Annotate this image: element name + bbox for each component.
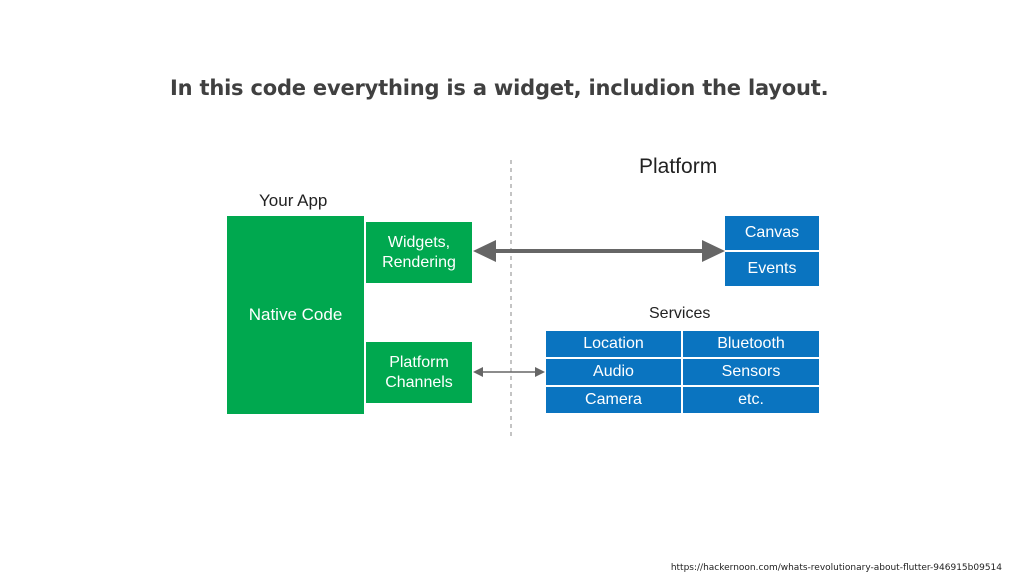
service-audio-label: Audio <box>593 363 634 380</box>
slide-heading: In this code everything is a widget, inc… <box>170 76 829 100</box>
platform-channels-box: Platform Channels <box>366 342 472 403</box>
platform-label: Platform <box>639 155 718 178</box>
source-url: https://hackernoon.com/whats-revolutiona… <box>670 563 1002 573</box>
widgets-rendering-line2: Rendering <box>382 253 456 271</box>
events-label: Events <box>747 260 797 277</box>
channels-arrow-left-head <box>473 367 483 377</box>
service-bluetooth-label: Bluetooth <box>717 335 785 352</box>
your-app-label: Your App <box>259 191 328 210</box>
canvas-label: Canvas <box>744 224 800 241</box>
service-bluetooth: Bluetooth <box>683 331 819 357</box>
widgets-rendering-box: Widgets, Rendering <box>366 222 472 283</box>
rendering-arrow-right-head <box>702 240 725 262</box>
service-camera: Camera <box>546 387 681 413</box>
service-camera-label: Camera <box>585 391 642 408</box>
platform-channels-line2: Channels <box>385 373 453 391</box>
service-etc-label: etc. <box>738 391 764 408</box>
widgets-rendering-line1: Widgets, <box>387 233 451 251</box>
service-sensors-label: Sensors <box>721 363 781 380</box>
native-code-label: Native Code <box>248 305 343 324</box>
service-etc: etc. <box>683 387 819 413</box>
service-location-label: Location <box>583 335 644 352</box>
rendering-arrow-left-head <box>473 240 496 262</box>
native-code-box: Native Code <box>227 216 364 414</box>
channels-arrow-right-head <box>535 367 545 377</box>
canvas-box: Canvas <box>725 216 819 250</box>
service-location: Location <box>546 331 681 357</box>
platform-channels-line1: Platform <box>389 353 449 371</box>
services-label: Services <box>649 305 711 322</box>
service-sensors: Sensors <box>683 359 819 385</box>
events-box: Events <box>725 252 819 286</box>
service-audio: Audio <box>546 359 681 385</box>
